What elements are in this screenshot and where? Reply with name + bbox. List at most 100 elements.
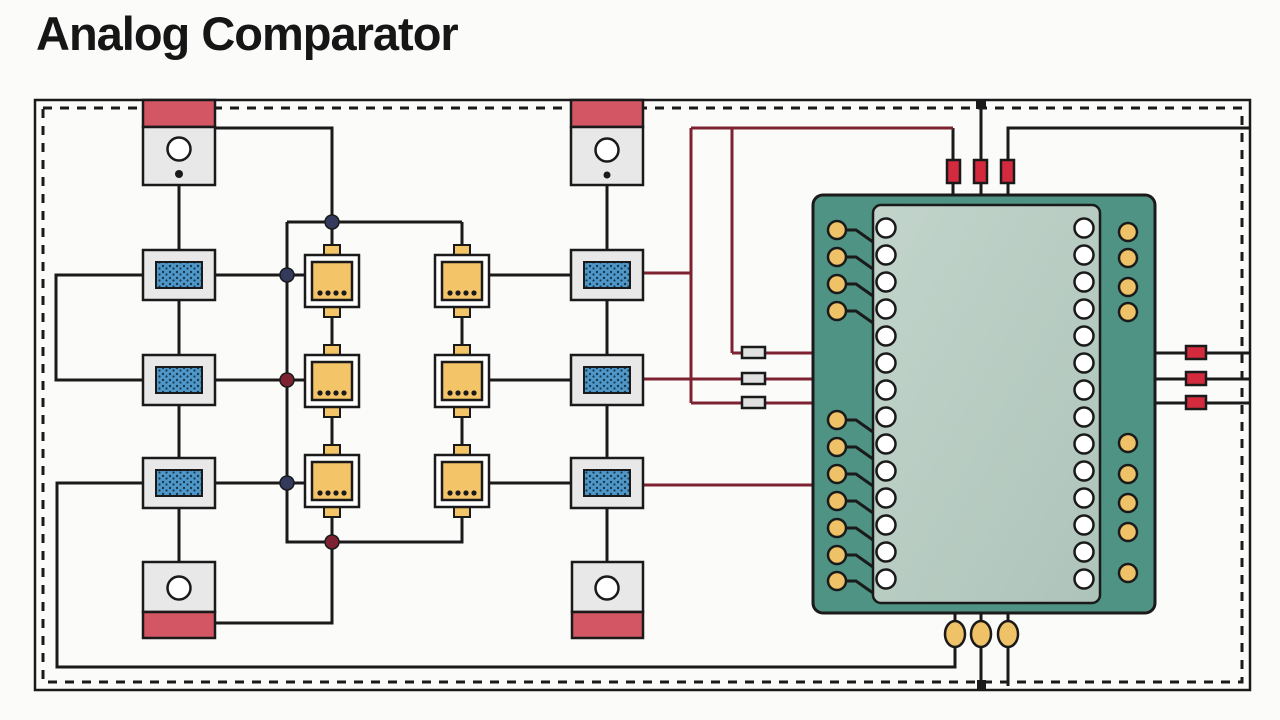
bottom-pads — [943, 619, 1020, 649]
input-pad-3 — [740, 395, 767, 410]
resistor-element — [155, 366, 203, 394]
solder-pad — [826, 436, 848, 458]
pin-hole — [1073, 568, 1095, 590]
relay-contact-dot — [333, 290, 339, 296]
terminal-eyelet — [166, 136, 192, 162]
top-connector-3 — [999, 158, 1016, 185]
terminal-eyelet — [166, 575, 192, 601]
relay-contact-dot — [341, 290, 347, 296]
pin-hole — [875, 325, 897, 347]
input-pad-2 — [740, 371, 767, 386]
pad-wire — [845, 445, 874, 461]
solder-pad — [1117, 221, 1139, 243]
pin-hole — [1073, 406, 1095, 428]
pin-hole — [1073, 460, 1095, 482]
pin-hole — [1073, 514, 1095, 536]
terminal-pin-dot — [175, 170, 183, 178]
pin-hole — [1073, 244, 1095, 266]
board-socket — [871, 203, 1102, 605]
pad-wire — [845, 418, 874, 434]
relay-contact-dot — [455, 490, 461, 496]
relay-contact-dot — [317, 390, 323, 396]
pin-hole — [875, 379, 897, 401]
pin-hole — [875, 487, 897, 509]
top-border-tap — [976, 100, 986, 109]
pin-hole — [1073, 433, 1095, 455]
relay-contact-dot — [455, 290, 461, 296]
relay-contact-dot — [447, 490, 453, 496]
relay-contact-dot — [325, 390, 331, 396]
relay-contact-dot — [447, 290, 453, 296]
pin-hole — [875, 460, 897, 482]
solder-pad — [826, 490, 848, 512]
terminal-bottom-mid — [570, 560, 645, 640]
input-pads — [740, 345, 767, 410]
right-solder-pads — [1117, 221, 1139, 584]
wire-top-left-net — [215, 126, 464, 544]
terminal-cap — [570, 610, 645, 640]
relay-contact-dot — [325, 290, 331, 296]
solder-pad — [826, 544, 848, 566]
relay-contact-dot — [471, 490, 477, 496]
top-connector-2 — [972, 158, 989, 185]
solder-pad — [1117, 463, 1139, 485]
junction-navy-dot — [324, 214, 340, 230]
pad-wire — [845, 309, 874, 325]
output-pad-3 — [1184, 394, 1208, 411]
ic-board — [811, 193, 1157, 615]
solder-pad — [826, 219, 848, 241]
relay-contact-dot — [447, 390, 453, 396]
input-pad-1 — [740, 345, 767, 360]
pin-hole — [1073, 271, 1095, 293]
top-connector-1 — [945, 158, 962, 185]
resistor-element — [583, 366, 631, 394]
output-pads — [1184, 344, 1208, 411]
relay-contact-dot — [333, 490, 339, 496]
junction-maroon-dot — [324, 534, 340, 550]
pin-hole — [875, 217, 897, 239]
terminal-top-mid — [569, 98, 645, 187]
pin-hole — [875, 433, 897, 455]
pad-wire — [845, 499, 874, 515]
bottom-border-tap — [977, 680, 986, 689]
terminal-cap — [141, 610, 217, 640]
solder-pad — [826, 300, 848, 322]
bottom-pad-3 — [996, 619, 1020, 649]
terminal-cap — [141, 98, 217, 129]
wire-left-u-link — [54, 273, 143, 382]
relay-contact-dot — [471, 390, 477, 396]
terminal-top-left — [141, 98, 217, 187]
pad-wire — [845, 282, 874, 298]
relay-contact-dot — [471, 290, 477, 296]
relay-contact-dot — [341, 490, 347, 496]
solder-pad — [1117, 562, 1139, 584]
solder-pad — [1117, 492, 1139, 514]
page-title: Analog Comparator — [36, 7, 459, 60]
solder-pad — [1117, 521, 1139, 543]
left-solder-pads — [826, 219, 848, 592]
terminal-body — [141, 560, 217, 614]
left-pad-wires — [845, 228, 874, 595]
solder-pad — [1117, 276, 1139, 298]
pin-hole — [875, 406, 897, 428]
resistors — [141, 248, 645, 510]
wire-board-top — [951, 109, 1250, 160]
pin-hole — [1073, 298, 1095, 320]
terminal-bottom-left — [141, 560, 217, 640]
pad-wire — [845, 472, 874, 488]
solder-pad — [1117, 301, 1139, 323]
terminal-pin-dot — [603, 171, 611, 179]
solder-pad — [826, 463, 848, 485]
relay-contact-dot — [463, 290, 469, 296]
relay-contact-dot — [341, 390, 347, 396]
pin-hole — [1073, 541, 1095, 563]
output-pad-2 — [1184, 370, 1208, 387]
solder-pad — [826, 517, 848, 539]
resistor-element — [155, 261, 203, 289]
terminal-eyelet — [594, 137, 620, 163]
junction-maroon-dot — [279, 372, 295, 388]
relay-contact-dot — [333, 390, 339, 396]
junction-navy-dot — [279, 267, 295, 283]
junction-navy-dot — [279, 475, 295, 491]
